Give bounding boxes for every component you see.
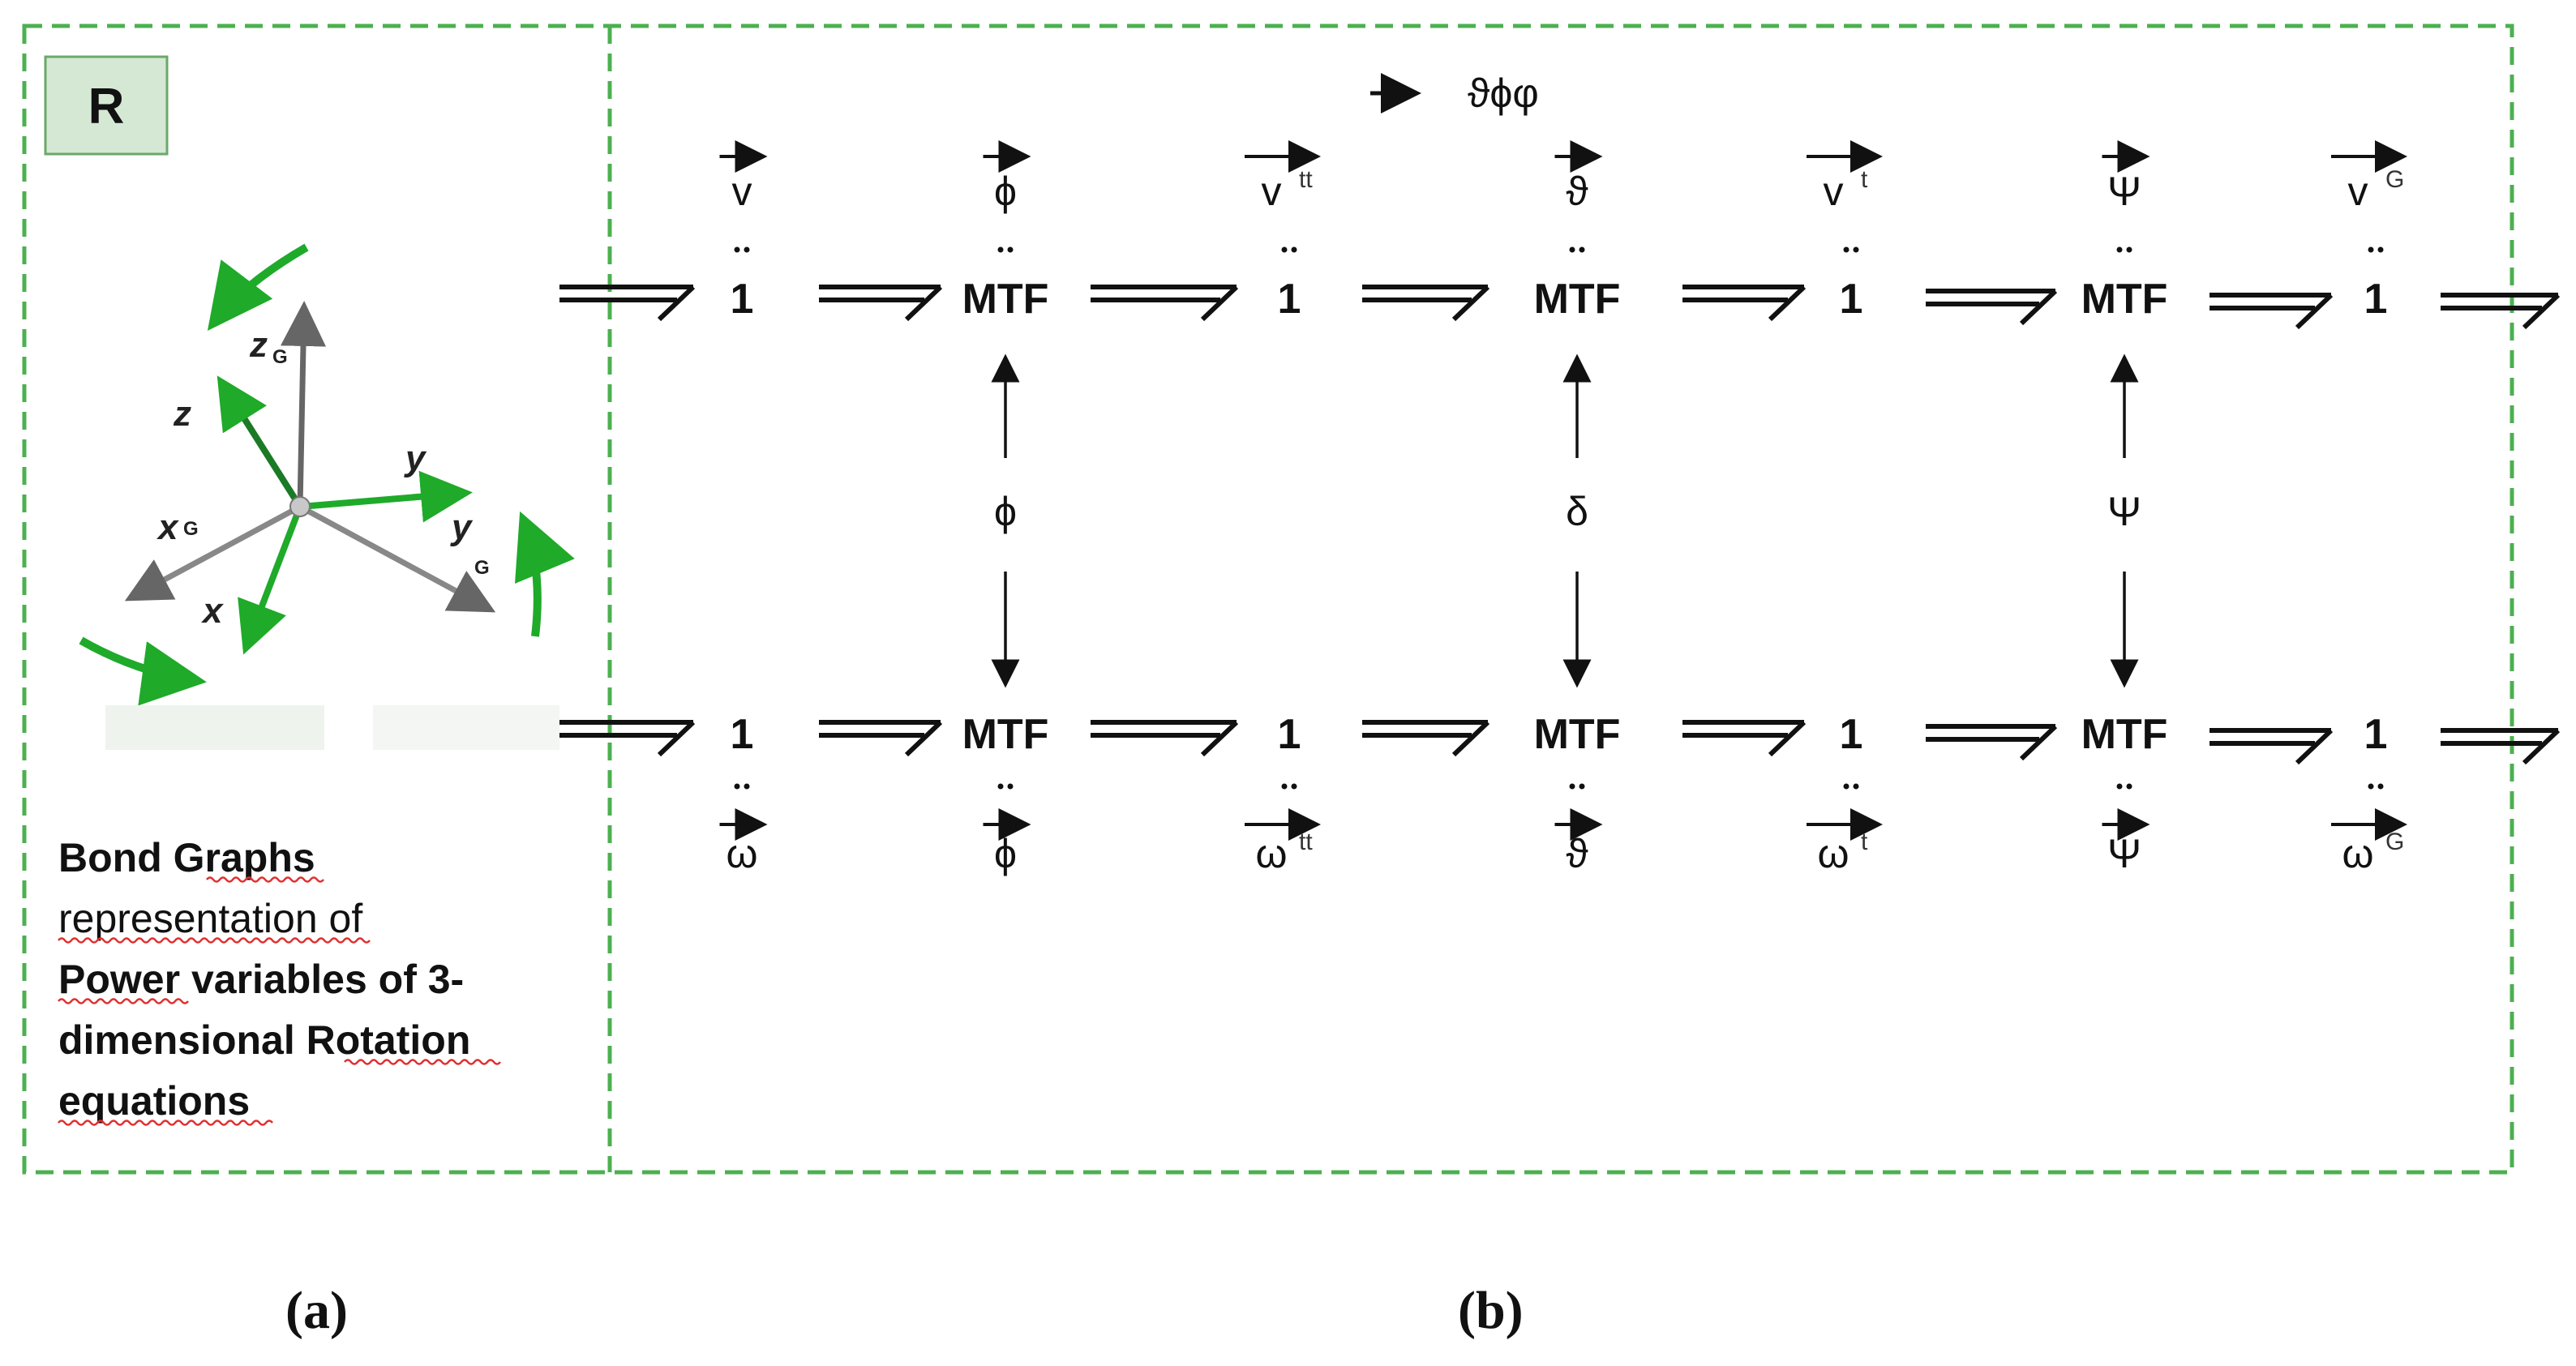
- superscript: G: [2385, 829, 2404, 855]
- axis-label-zg: z: [249, 325, 268, 365]
- bottom-node-6: MTF: [2081, 711, 2168, 758]
- bottom-node-3: 1: [1278, 711, 1301, 758]
- caption-a: (a): [285, 1281, 348, 1340]
- r-badge: R: [44, 55, 169, 156]
- angles-legend: ϑϕφ: [1370, 71, 1539, 116]
- caption-b: (b): [1458, 1281, 1524, 1340]
- bottom-row-label-4: ϑ: [1554, 783, 1603, 876]
- superscript: tt: [1299, 166, 1313, 193]
- top-bond-1: [559, 285, 696, 322]
- top-node-6: MTF: [2081, 276, 2168, 323]
- symbol: v: [732, 169, 752, 214]
- symbol: ω: [726, 831, 757, 876]
- coupling-1: ϕ: [991, 353, 1020, 688]
- coupling-symbol: Ψ: [2107, 489, 2141, 534]
- superscript: tt: [1299, 829, 1313, 855]
- axis-sub-zg: G: [272, 346, 288, 368]
- badge-label: R: [88, 79, 125, 135]
- axis-label-xg: x: [156, 507, 179, 547]
- symbol: ω: [1817, 831, 1849, 876]
- bottom-node-1: 1: [731, 711, 754, 758]
- desc-line-2: representation of: [58, 896, 362, 941]
- bottom-node-7: 1: [2364, 711, 2388, 758]
- top-node-5: 1: [1840, 276, 1863, 323]
- bottom-bond-3: [1091, 720, 1239, 757]
- bottom-node-5: 1: [1840, 711, 1863, 758]
- symbol: ϑ: [1566, 831, 1588, 876]
- symbol: v: [1262, 169, 1282, 214]
- top-row-label-6: Ψ: [2102, 140, 2150, 253]
- top-bond-8: [2441, 293, 2561, 330]
- axis-label-z: z: [173, 394, 191, 434]
- top-node-4: MTF: [1534, 276, 1621, 323]
- top-bond-4: [1362, 285, 1490, 322]
- symbol: ϑ: [1566, 169, 1588, 214]
- axis-label-y: y: [404, 439, 427, 478]
- bottom-bond-8: [2441, 728, 2561, 765]
- axis-label-yg: y: [450, 507, 474, 547]
- top-node-3: 1: [1278, 276, 1301, 323]
- symbol: ω: [1255, 831, 1287, 876]
- symbol: ϕ: [994, 831, 1017, 876]
- bottom-bond-1: [559, 720, 696, 757]
- bottom-bond-6: [1926, 724, 2058, 761]
- axes-3d-illustration: z G z y x G y G x: [79, 243, 575, 750]
- top-node-7: 1: [2364, 276, 2388, 323]
- bottom-bond-7: [2210, 728, 2334, 765]
- outer-dashed-frame: [22, 24, 2514, 1175]
- axis-label-x: x: [201, 591, 224, 631]
- top-row-label-4: ϑ: [1554, 140, 1603, 253]
- bottom-bond-2: [819, 720, 943, 757]
- top-node-1: 1: [731, 276, 754, 323]
- symbol: v: [2348, 169, 2368, 214]
- coupling-2: δ: [1562, 353, 1592, 688]
- bottom-bond-5: [1682, 720, 1807, 757]
- superscript: t: [1861, 166, 1868, 193]
- desc-line-1: Bond Graphs: [58, 835, 315, 880]
- top-bond-3: [1091, 285, 1239, 322]
- superscript: G: [2385, 166, 2404, 193]
- desc-line-4: dimensional Rotation: [58, 1017, 470, 1063]
- bottom-bond-4: [1362, 720, 1490, 757]
- bottom-row-label-1: ω: [719, 783, 768, 876]
- coupling-3: Ψ: [2107, 353, 2141, 688]
- symbol: ω: [2342, 831, 2373, 876]
- top-row-label-1: v: [719, 140, 768, 253]
- top-bond-2: [819, 285, 943, 322]
- top-bond-5: [1682, 285, 1807, 322]
- top-row-label-2: ϕ: [983, 140, 1031, 253]
- symbol: Ψ: [2107, 831, 2141, 876]
- symbol: ϕ: [994, 169, 1017, 214]
- bottom-node-2: MTF: [962, 711, 1049, 758]
- desc-line-3: Power variables of 3-: [58, 957, 464, 1002]
- bottom-row-label-6: Ψ: [2102, 783, 2150, 876]
- axis-sub-yg: G: [474, 557, 490, 579]
- desc-line-5: equations: [58, 1078, 250, 1124]
- top-node-2: MTF: [962, 276, 1049, 323]
- axis-sub-xg: G: [183, 518, 199, 540]
- symbol: v: [1824, 169, 1844, 214]
- coupling-symbol: ϕ: [994, 489, 1017, 534]
- panel-description: Bond Graphs representation of Power vari…: [58, 835, 501, 1126]
- angles-legend-text: ϑϕφ: [1468, 71, 1539, 116]
- top-bond-6: [1926, 289, 2058, 326]
- symbol: Ψ: [2107, 169, 2141, 214]
- superscript: t: [1861, 829, 1868, 855]
- bottom-node-4: MTF: [1534, 711, 1621, 758]
- bottom-row-label-2: ϕ: [983, 783, 1031, 876]
- top-bond-7: [2210, 293, 2334, 330]
- coupling-symbol: δ: [1566, 489, 1588, 534]
